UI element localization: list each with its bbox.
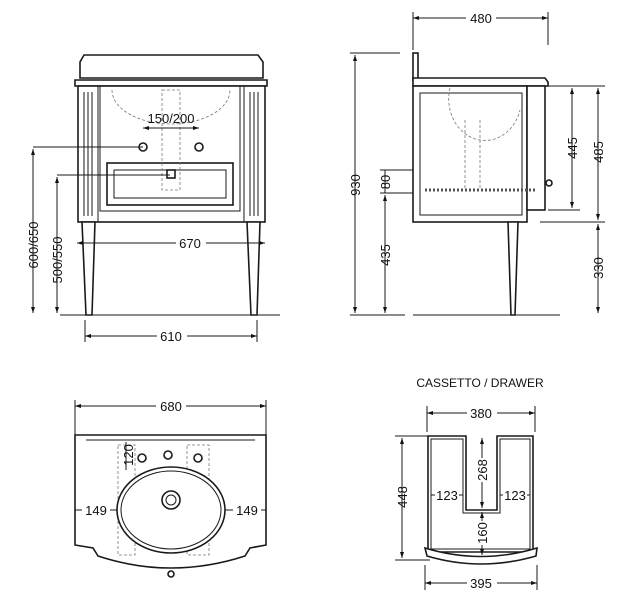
- drain: [166, 169, 176, 179]
- leg-side: [507, 221, 519, 316]
- overflow-knob: [167, 570, 175, 578]
- tap-hole-right-top: [193, 453, 203, 463]
- dim-total-height: 930: [348, 174, 363, 196]
- dim-top-width: 680: [160, 399, 182, 414]
- dim-leg-span: 610: [160, 329, 182, 344]
- tap-hole-left-top: [137, 453, 147, 463]
- basin-drain: [161, 490, 181, 510]
- dim-drawer-front-width: 395: [470, 576, 492, 591]
- dim-cabinet-height: 485: [591, 141, 606, 163]
- dim-right-margin: 149: [236, 503, 258, 518]
- countertop: [74, 79, 268, 87]
- leg-right: [246, 221, 261, 316]
- drawer-front-piece: [423, 546, 538, 565]
- dim-depth: 480: [470, 11, 492, 26]
- basin-bowl: [116, 466, 226, 554]
- countertop-side: [412, 77, 549, 87]
- dim-hole-offset: 120: [121, 444, 136, 466]
- dim-front-depth: 160: [475, 522, 490, 544]
- dim-drain-height: 500/550: [50, 237, 65, 284]
- dim-drawer-inner-width: 380: [470, 406, 492, 421]
- dim-leg-height: 330: [591, 257, 606, 279]
- backsplash: [79, 54, 264, 79]
- drawer-front-side: [526, 85, 546, 211]
- drawer-view: CASSETTO / DRAWER 380 448 123 123 268 16…: [395, 376, 544, 591]
- cabinet-side: [412, 85, 528, 223]
- backsplash-side: [412, 52, 419, 81]
- dim-tap-height: 600/650: [26, 222, 41, 269]
- dim-drain-base-height: 435: [378, 244, 393, 266]
- tap-hole-right: [194, 142, 204, 152]
- dim-drawer-left-side: 123: [436, 488, 458, 503]
- dim-left-margin: 149: [85, 503, 107, 518]
- dim-drain-offset: 80: [378, 175, 393, 189]
- dim-tap-spacing: 150/200: [148, 111, 195, 126]
- drawer-title: CASSETTO / DRAWER: [416, 376, 544, 390]
- front-view: 150/200 600/650 500/550 670 610: [26, 54, 280, 344]
- dim-drawer-right-side: 123: [504, 488, 526, 503]
- dim-drawer-height: 445: [565, 137, 580, 159]
- basin-hidden: [111, 89, 231, 125]
- top-view: 680 120 149 149: [74, 398, 267, 578]
- tap-hole-center-top: [163, 450, 173, 460]
- side-view: 480 930 80 435 445 485 330: [348, 10, 606, 316]
- drawer-knob: [545, 179, 553, 187]
- leg-left: [81, 221, 96, 316]
- drawer-outline: [427, 435, 534, 553]
- dim-notch-depth: 268: [475, 459, 490, 481]
- dim-body-width: 670: [179, 236, 201, 251]
- dim-drawer-depth: 448: [395, 486, 410, 508]
